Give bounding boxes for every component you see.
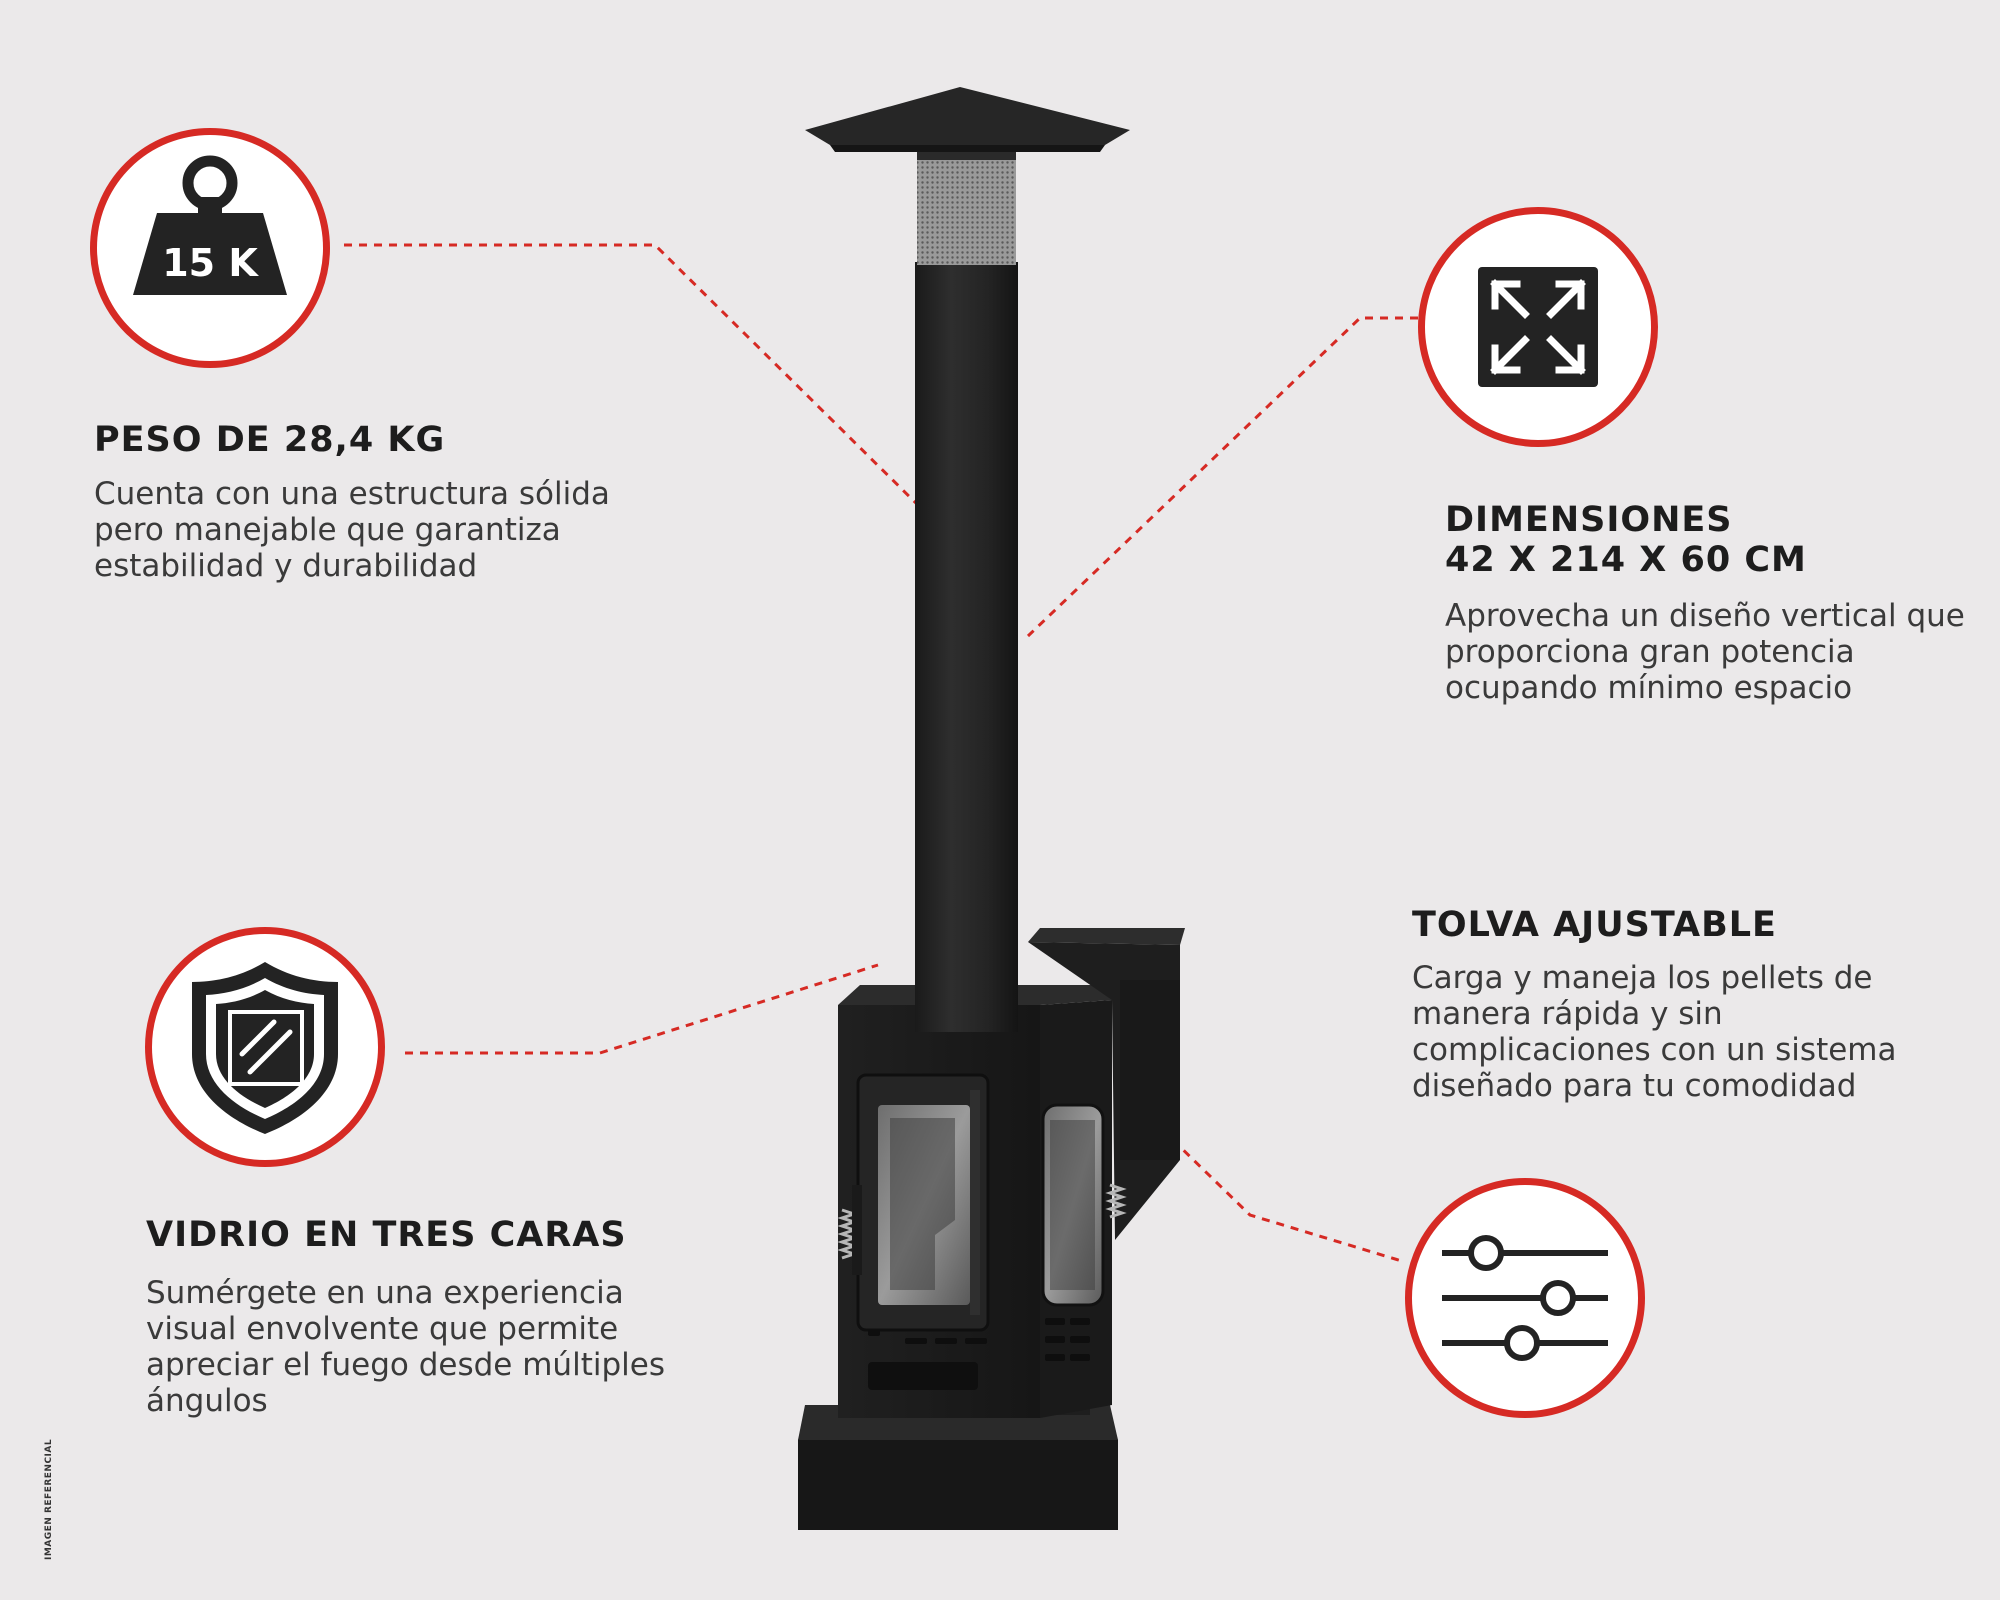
weight-icon-circle: 15 K	[90, 128, 330, 368]
glass-description: Sumérgete en una experiencia visual envo…	[146, 1275, 665, 1419]
dimensions-description: Aprovecha un diseño vertical que proporc…	[1445, 598, 1965, 706]
sliders-icon	[1442, 1235, 1608, 1361]
connector-glass	[405, 963, 879, 1055]
connector-lines	[344, 243, 1418, 1264]
dimensions-title-line2: 42 X 214 X 60 CM	[1445, 540, 1807, 580]
hopper-description: Carga y maneja los pellets de manera ráp…	[1412, 960, 1897, 1104]
weight-icon	[133, 155, 287, 295]
disclaimer-text: IMAGEN REFERENCIAL	[44, 1438, 54, 1560]
connector-hopper	[1171, 1138, 1406, 1264]
weight-description: Cuenta con una estructura sólida pero ma…	[94, 476, 610, 584]
expand-arrows-icon	[1478, 267, 1598, 387]
weight-badge-text: 15 K	[162, 241, 258, 285]
connector-dimensions	[1026, 316, 1418, 638]
hopper-title: TOLVA AJUSTABLE	[1412, 905, 1777, 945]
weight-title: PESO DE 28,4 KG	[94, 420, 446, 460]
hopper-icon-circle	[1405, 1178, 1645, 1418]
connector-weight	[344, 243, 927, 514]
glass-icon-circle	[145, 927, 385, 1167]
shield-glass-icon	[192, 962, 338, 1134]
glass-title: VIDRIO EN TRES CARAS	[146, 1215, 627, 1255]
dimensions-title-line1: DIMENSIONES	[1445, 500, 1733, 540]
dimensions-icon-circle	[1418, 207, 1658, 447]
